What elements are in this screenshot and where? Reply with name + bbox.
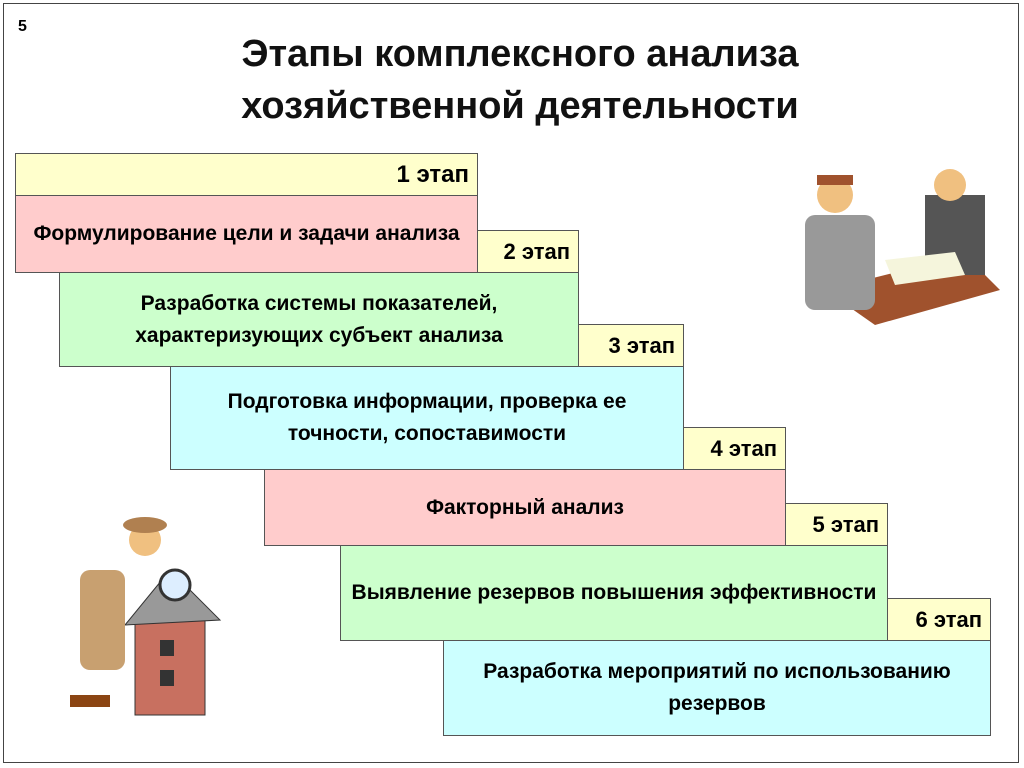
stage-2-box: Разработка системы показателей, характер… (59, 272, 579, 367)
slide-number: 5 (18, 18, 27, 35)
business-meeting-clipart (805, 169, 1000, 325)
stage-3-label: 3 этап (578, 324, 684, 367)
detective-house-clipart (70, 517, 222, 716)
stage-5-box: Выявление резервов повышения эффективнос… (340, 545, 888, 641)
stage-3-box: Подготовка информации, проверка ее точно… (170, 366, 684, 470)
stage-1-label: 1 этап (15, 153, 478, 196)
slide-frame (3, 3, 1019, 763)
title-line-1: Этапы комплексного анализа (241, 33, 799, 75)
stage-4-box: Факторный анализ (264, 469, 786, 546)
slide-title: Этапы комплексного анализа хозяйственной … (100, 28, 940, 132)
title-line-2: хозяйственной деятельности (241, 85, 799, 127)
stage-6-label: 6 этап (887, 598, 991, 641)
stage-1-box: Формулирование цели и задачи анализа (15, 195, 478, 273)
stage-6-box: Разработка мероприятий по использованию … (443, 640, 991, 736)
stage-2-label: 2 этап (477, 230, 579, 273)
stage-5-label: 5 этап (785, 503, 888, 546)
stage-4-label: 4 этап (683, 427, 786, 470)
